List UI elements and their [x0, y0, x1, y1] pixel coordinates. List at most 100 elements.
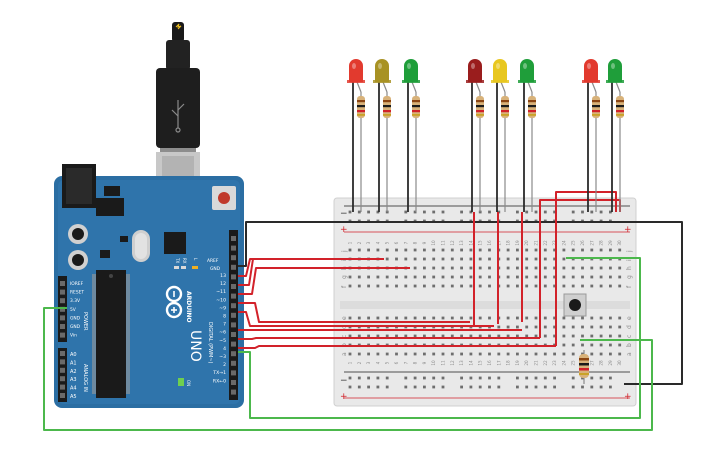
breadboard-hole[interactable] [525, 316, 529, 320]
header-pin[interactable] [60, 332, 65, 338]
breadboard-hole[interactable] [497, 334, 501, 338]
rail-hole[interactable] [590, 376, 594, 380]
breadboard-hole[interactable] [609, 316, 612, 320]
breadboard-hole[interactable] [478, 248, 482, 252]
rail-hole[interactable] [348, 376, 352, 380]
rail-hole[interactable] [609, 385, 612, 389]
header-pin[interactable] [231, 370, 236, 376]
breadboard-hole[interactable] [562, 257, 566, 261]
breadboard-hole[interactable] [357, 352, 361, 356]
breadboard-hole[interactable] [404, 334, 408, 338]
breadboard-hole[interactable] [404, 248, 408, 252]
breadboard-hole[interactable] [432, 275, 436, 279]
rail-hole[interactable] [413, 376, 417, 380]
breadboard-hole[interactable] [395, 352, 398, 356]
breadboard-hole[interactable] [423, 316, 426, 320]
breadboard-hole[interactable] [525, 325, 529, 329]
breadboard-hole[interactable] [553, 325, 556, 329]
breadboard-hole[interactable] [581, 266, 584, 270]
rail-hole[interactable] [367, 385, 370, 389]
breadboard-hole[interactable] [441, 248, 445, 252]
breadboard-hole[interactable] [441, 257, 445, 261]
breadboard-hole[interactable] [441, 266, 445, 270]
breadboard-hole[interactable] [441, 334, 445, 338]
breadboard-hole[interactable] [432, 248, 436, 252]
rail-hole[interactable] [376, 210, 380, 214]
rail-hole[interactable] [423, 385, 426, 389]
breadboard-hole[interactable] [543, 352, 547, 356]
breadboard-hole[interactable] [581, 325, 584, 329]
rail-hole[interactable] [553, 385, 556, 389]
breadboard-hole[interactable] [562, 334, 566, 338]
breadboard-hole[interactable] [534, 275, 538, 279]
arduino-uno-board[interactable]: TX RX L ON ARDUINO UNO AREF GND 1312~11~… [54, 164, 244, 408]
breadboard-hole[interactable] [543, 284, 547, 288]
rail-hole[interactable] [413, 210, 417, 214]
breadboard-hole[interactable] [441, 284, 445, 288]
rail-hole[interactable] [497, 376, 501, 380]
rail-hole[interactable] [516, 376, 519, 380]
rail-hole[interactable] [441, 376, 445, 380]
breadboard-hole[interactable] [413, 266, 417, 270]
breadboard-hole[interactable] [469, 257, 473, 261]
breadboard-hole[interactable] [543, 316, 547, 320]
rail-hole[interactable] [413, 385, 417, 389]
breadboard-hole[interactable] [469, 284, 473, 288]
breadboard-hole[interactable] [618, 325, 622, 329]
rail-hole[interactable] [525, 385, 529, 389]
breadboard-hole[interactable] [581, 343, 584, 347]
breadboard-hole[interactable] [562, 343, 566, 347]
rail-hole[interactable] [376, 376, 380, 380]
rail-hole[interactable] [525, 210, 529, 214]
breadboard-hole[interactable] [432, 266, 436, 270]
yellow-led-1[interactable] [373, 59, 391, 212]
breadboard-hole[interactable] [469, 334, 473, 338]
breadboard-hole[interactable] [357, 248, 361, 252]
breadboard-hole[interactable] [469, 352, 473, 356]
breadboard-hole[interactable] [376, 334, 380, 338]
breadboard-hole[interactable] [404, 275, 408, 279]
rail-hole[interactable] [404, 385, 408, 389]
rail-hole[interactable] [543, 385, 547, 389]
rail-hole[interactable] [348, 210, 352, 214]
rail-hole[interactable] [478, 376, 482, 380]
breadboard-hole[interactable] [488, 284, 491, 288]
breadboard-hole[interactable] [506, 284, 510, 288]
breadboard-hole[interactable] [534, 248, 538, 252]
breadboard-hole[interactable] [450, 248, 454, 252]
header-pin[interactable] [231, 274, 236, 280]
rail-hole[interactable] [516, 385, 519, 389]
breadboard-hole[interactable] [395, 334, 398, 338]
rail-hole[interactable] [441, 210, 445, 214]
breadboard-hole[interactable] [599, 334, 603, 338]
header-pin[interactable] [231, 360, 236, 366]
breadboard-hole[interactable] [525, 257, 529, 261]
breadboard-hole[interactable] [553, 257, 556, 261]
rail-hole[interactable] [404, 376, 408, 380]
breadboard-hole[interactable] [423, 284, 426, 288]
breadboard-hole[interactable] [432, 284, 436, 288]
breadboard-hole[interactable] [423, 266, 426, 270]
breadboard-hole[interactable] [506, 248, 510, 252]
header-pin[interactable] [231, 236, 236, 241]
breadboard-hole[interactable] [581, 316, 584, 320]
header-pin[interactable] [231, 255, 236, 261]
breadboard-hole[interactable] [460, 352, 463, 356]
rail-hole[interactable] [581, 376, 584, 380]
breadboard-hole[interactable] [553, 352, 556, 356]
breadboard-hole[interactable] [534, 316, 538, 320]
breadboard-hole[interactable] [618, 334, 622, 338]
rail-hole[interactable] [432, 210, 436, 214]
header-pin[interactable] [231, 380, 236, 385]
breadboard-hole[interactable] [534, 334, 538, 338]
breadboard-hole[interactable] [450, 352, 454, 356]
breadboard-hole[interactable] [376, 316, 380, 320]
rail-hole[interactable] [385, 376, 389, 380]
breadboard-hole[interactable] [525, 352, 529, 356]
breadboard-hole[interactable] [516, 316, 519, 320]
breadboard-hole[interactable] [423, 352, 426, 356]
breadboard-hole[interactable] [357, 284, 361, 288]
breadboard-hole[interactable] [432, 316, 436, 320]
breadboard-hole[interactable] [562, 316, 566, 320]
breadboard-hole[interactable] [376, 248, 380, 252]
